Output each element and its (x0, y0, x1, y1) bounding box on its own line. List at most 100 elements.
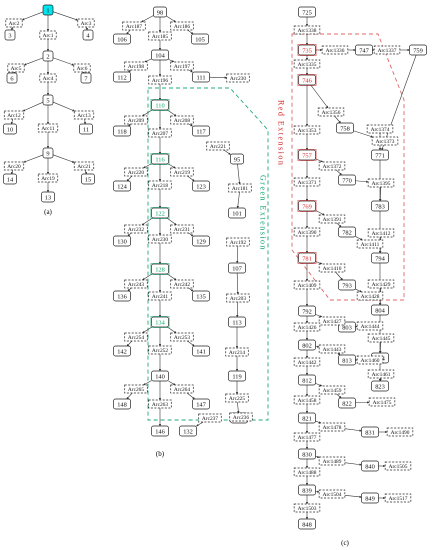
arc-arc230-b: Arc230 (148, 234, 172, 244)
label-arc1335: Arc1335 (298, 62, 317, 68)
node-107-b: 107 (228, 262, 246, 274)
label-101: 101 (232, 211, 242, 218)
label-117: 117 (196, 129, 206, 136)
node-113-b: 113 (228, 316, 246, 328)
label-823: 823 (375, 384, 385, 391)
node-110-b: 110 (151, 99, 169, 111)
node-830-c: 830 (298, 448, 316, 460)
edge-c770-cArc1395 (355, 180, 369, 183)
label-arc192: Arc192 (230, 240, 246, 246)
label-110: 110 (155, 103, 164, 110)
label-arc21: Arc21 (77, 164, 91, 170)
label-10: 10 (7, 127, 13, 134)
arc-arc232-b: Arc232 (124, 224, 148, 234)
label-107: 107 (232, 266, 242, 273)
label-747: 747 (359, 48, 369, 55)
label-757: 757 (302, 153, 312, 160)
label-arc1: Arc1 (43, 33, 54, 39)
arc-arc3-a: Arc3 (77, 18, 95, 28)
highlight-134 (150, 316, 170, 328)
node-813-c: 813 (338, 354, 356, 366)
label-arc225: Arc225 (229, 396, 245, 402)
edge-bArc186-b105 (187, 29, 194, 35)
label-770: 770 (342, 178, 352, 185)
label-821: 821 (302, 416, 312, 423)
label-802: 802 (302, 343, 312, 350)
edge-aArc21-a15 (84, 169, 88, 175)
arc-arc4-a: Arc4 (39, 73, 57, 83)
label-arc253: Arc253 (174, 335, 190, 341)
caption-c: (c) (341, 539, 349, 547)
label-arc243: Arc243 (128, 282, 144, 288)
label-arc1490: Arc1490 (391, 430, 410, 436)
node-135-b: 135 (192, 290, 210, 302)
arc-arc236-b: Arc236 (229, 412, 253, 422)
arc-arc219-b: Arc219 (170, 167, 194, 177)
label-15: 15 (85, 177, 91, 184)
arc-arc1478-c: Arc1478 (318, 422, 346, 432)
arc-arc1504-c: Arc1504 (318, 489, 346, 499)
label-arc254: Arc254 (128, 335, 144, 341)
edge-b140-bArc264 (168, 380, 176, 386)
arc-arc230-b: Arc230 (226, 73, 250, 83)
label-4: 4 (86, 33, 90, 40)
arc-arc243-b: Arc243 (124, 279, 148, 289)
label-746: 746 (302, 78, 312, 85)
arc-arc1503-c: Arc1503 (293, 503, 321, 513)
label-804: 804 (375, 308, 385, 315)
label-794: 794 (375, 256, 385, 263)
label-148: 148 (117, 402, 127, 409)
label-803: 803 (342, 325, 352, 332)
label-146: 146 (155, 429, 165, 436)
label-arc1428: Arc1428 (361, 294, 380, 300)
node-2-a: 2 (42, 50, 54, 62)
label-130: 130 (117, 239, 127, 246)
label-arc1409: Arc1409 (298, 283, 317, 289)
node-782-c: 782 (338, 226, 356, 238)
arc-arc220-b: Arc220 (124, 167, 148, 177)
label-116: 116 (155, 157, 164, 164)
label-781: 781 (302, 256, 312, 263)
label-arc1475: Arc1475 (373, 400, 392, 406)
node-111-b: 111 (192, 71, 210, 83)
label-arc207: Arc207 (152, 131, 168, 137)
node-9-a: 9 (42, 147, 54, 159)
label-arc6: Arc6 (77, 66, 88, 72)
label-arc1477: Arc1477 (298, 435, 317, 441)
label-arc13: Arc13 (77, 113, 91, 119)
arc-arc1490-c: Arc1490 (386, 427, 414, 437)
label-147: 147 (196, 402, 206, 409)
label-104: 104 (155, 53, 165, 60)
label-2: 2 (46, 54, 49, 61)
label-122: 122 (155, 211, 165, 218)
label-arc1374: Arc1374 (371, 127, 390, 133)
arc-arc1458-c: Arc1458 (293, 395, 321, 405)
edge-cArc1356-c758 (334, 115, 341, 124)
arc-arc1395-c: Arc1395 (367, 178, 395, 188)
edge-bArc181-b101 (236, 191, 240, 209)
arc-arc1428-c: Arc1428 (356, 291, 384, 301)
node-822-c: 822 (338, 397, 356, 409)
label-arc203: Arc203 (230, 296, 246, 302)
label-830: 830 (302, 452, 312, 459)
arc-arc1443-c: Arc1443 (318, 344, 346, 354)
arc-arc1410-c: Arc1410 (318, 263, 346, 273)
node-759-c: 759 (409, 44, 427, 56)
edge-b110-bArc209 (142, 109, 153, 117)
arc-arc214-b: Arc214 (225, 347, 249, 357)
caption-a: (a) (44, 208, 52, 216)
label-105: 105 (195, 37, 205, 44)
node-5-a: 5 (42, 94, 54, 106)
highlight-110 (150, 99, 170, 111)
label-142: 142 (117, 349, 127, 356)
node-7-a: 7 (80, 72, 92, 84)
label-arc208: Arc208 (174, 118, 190, 124)
label-arc1412: Arc1412 (372, 231, 391, 237)
edge-b98-bArc187 (141, 15, 154, 23)
node-112-b: 112 (113, 71, 131, 83)
node-794-c: 794 (371, 252, 389, 264)
node-747-c: 747 (355, 44, 373, 56)
edge-b140-bArc265 (143, 380, 152, 386)
red-extension-label: Red Extension (277, 100, 286, 166)
edge-c782-cArc1411 (355, 236, 363, 241)
